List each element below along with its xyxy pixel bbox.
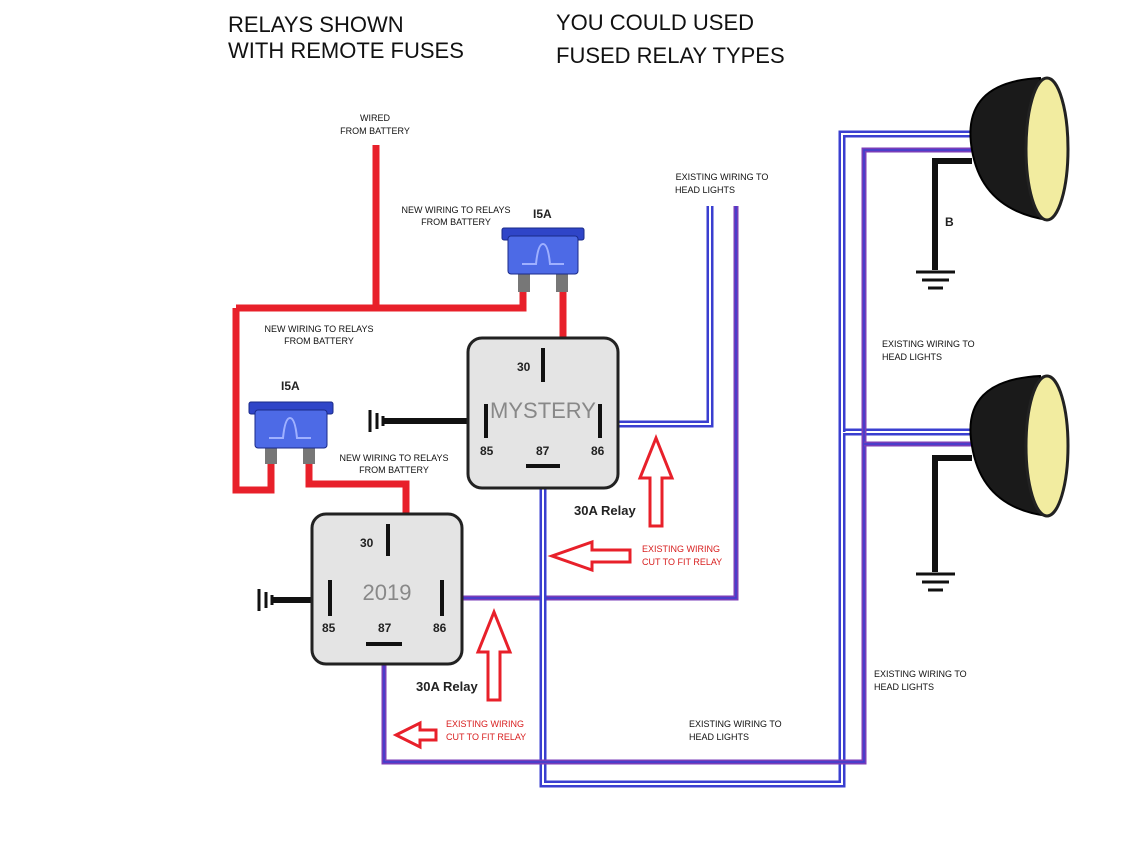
fuse-upper-rating: I5A — [533, 207, 552, 221]
relay-2019-pin-30: 30 — [360, 536, 374, 550]
existing-right-low-line2: HEAD LIGHTS — [874, 682, 934, 692]
relay-mystery-rating: 30A Relay — [574, 503, 636, 518]
existing-right-mid-line2: HEAD LIGHTS — [882, 352, 942, 362]
existing-top-line1: EXISTING WIRING TO — [676, 172, 769, 182]
headlight-wiring — [381, 130, 972, 788]
ground-icon-headlight-bottom — [916, 572, 955, 592]
existing-bottom-line1: EXISTING WIRING TO — [689, 719, 782, 729]
existing-top-line2: HEAD LIGHTS — [675, 185, 735, 195]
cut-lower-line1: EXISTING WIRING — [446, 719, 524, 729]
new-wiring-mid-line2: FROM BATTERY — [359, 465, 429, 475]
relay-mystery-pin-85: 85 — [480, 444, 494, 458]
ground-label-b: B — [945, 215, 954, 229]
relay-2019-pin-85: 85 — [322, 621, 336, 635]
existing-bottom-line2: HEAD LIGHTS — [689, 732, 749, 742]
relay-2019-pin-86: 86 — [433, 621, 447, 635]
ground-icon-mystery — [368, 410, 385, 432]
battery-bus-wire — [236, 290, 527, 312]
fuse-upper: I5A — [501, 207, 585, 292]
new-wiring-mid-line1: NEW WIRING TO RELAYS — [339, 453, 448, 463]
header-right-line2: FUSED RELAY TYPES — [556, 43, 785, 68]
arrow-up-2019 — [475, 607, 513, 702]
existing-right-low-line1: EXISTING WIRING TO — [874, 669, 967, 679]
new-wiring-left-line2: FROM BATTERY — [284, 336, 354, 346]
headlamp-top — [969, 76, 1070, 222]
relay-mystery-name: MYSTERY — [490, 398, 596, 423]
relay-2019-name: 2019 — [363, 580, 412, 605]
header-right-line1: YOU COULD USED — [556, 10, 754, 35]
cut-upper-line2: CUT TO FIT RELAY — [642, 557, 722, 567]
cut-lower-line2: CUT TO FIT RELAY — [446, 732, 526, 742]
fuse-lower: I5A — [248, 379, 334, 464]
relay-mystery-pin-87: 87 — [536, 444, 550, 458]
relay-2019-rating: 30A Relay — [416, 679, 478, 694]
new-wiring-top-line2: FROM BATTERY — [421, 217, 491, 227]
cut-upper-line1: EXISTING WIRING — [642, 544, 720, 554]
new-wiring-top-line1: NEW WIRING TO RELAYS — [401, 205, 510, 215]
relay-2019: 30 85 87 86 2019 30A Relay — [310, 512, 478, 694]
wired-from-battery-line2: FROM BATTERY — [340, 126, 410, 136]
arrow-left-lower — [392, 720, 438, 750]
headlamp-bottom — [969, 374, 1070, 518]
relay-mystery-pin-86: 86 — [591, 444, 605, 458]
wired-from-battery-line1: WIRED — [360, 113, 390, 123]
battery-wiring — [232, 145, 567, 549]
ground-icon-headlight-top — [916, 270, 955, 290]
fuse-lower-rating: I5A — [281, 379, 300, 393]
new-wiring-left-line1: NEW WIRING TO RELAYS — [264, 324, 373, 334]
lower-fuse-in-wire — [232, 308, 275, 494]
arrow-left-upper — [547, 539, 632, 573]
header-left-line2: WITH REMOTE FUSES — [228, 38, 464, 63]
ground-icon-2019 — [257, 589, 274, 611]
relay-mystery: 30 85 87 86 MYSTERY 30A Relay — [466, 336, 636, 518]
relay-mystery-pin-30: 30 — [517, 360, 531, 374]
arrow-up-mystery — [637, 433, 675, 528]
relay-2019-pin-87: 87 — [378, 621, 392, 635]
existing-right-mid-line1: EXISTING WIRING TO — [882, 339, 975, 349]
header-left-line1: RELAYS SHOWN — [228, 12, 404, 37]
